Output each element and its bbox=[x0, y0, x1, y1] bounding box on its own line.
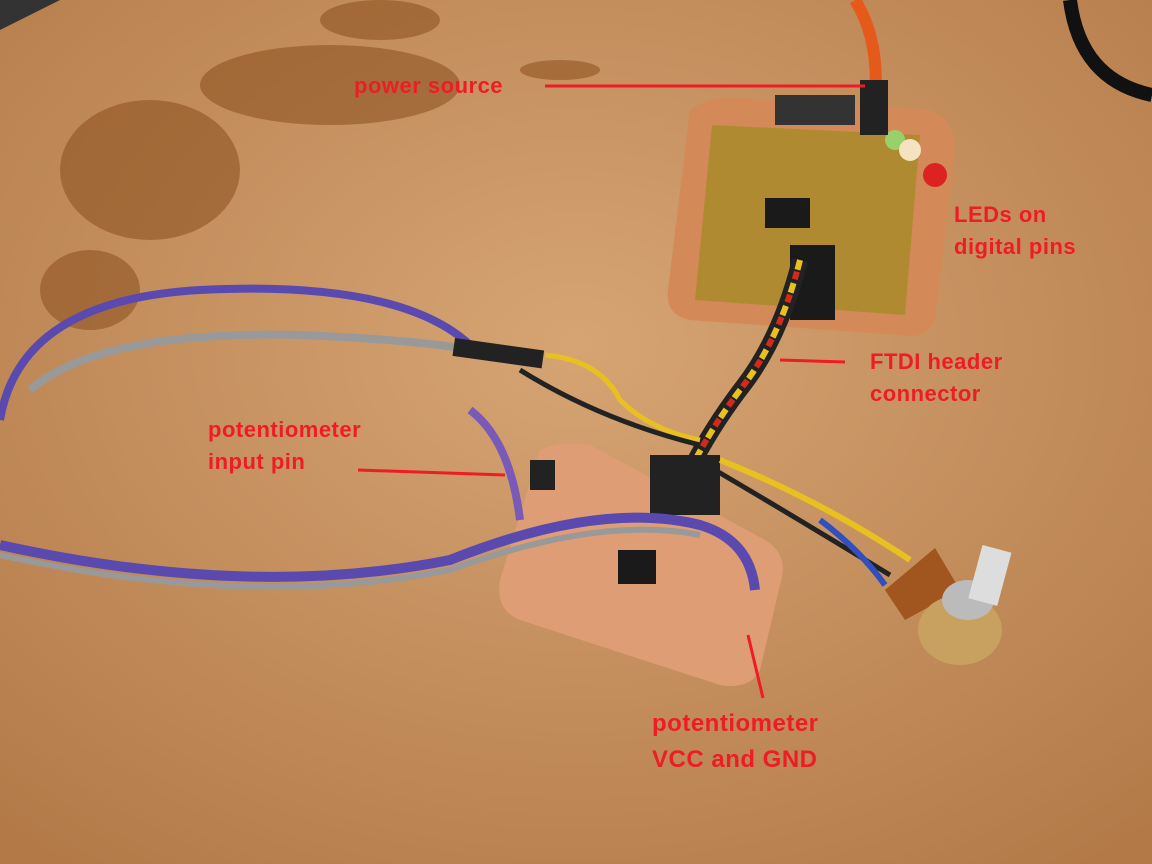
ribbon-cable-grey bbox=[27, 330, 471, 394]
label-pot-vcc-line2: VCC and GND bbox=[652, 746, 818, 773]
potentiometer bbox=[885, 545, 1012, 665]
label-pot-input-line1: potentiometer bbox=[208, 417, 362, 442]
ftdi-twisted-cable bbox=[682, 258, 808, 474]
microcontroller-chip bbox=[765, 198, 810, 228]
label-pot-vcc-gnd: potentiometer VCC and GND bbox=[652, 706, 819, 778]
input-board-header bbox=[650, 455, 720, 515]
led-red bbox=[923, 163, 947, 187]
pot-wires bbox=[713, 457, 912, 587]
ribbon-cable-bottom-grey bbox=[0, 526, 701, 590]
input-board-chip bbox=[618, 550, 656, 584]
black-wire bbox=[518, 367, 701, 448]
dark-corner bbox=[0, 0, 60, 30]
label-leds: LEDs on digital pins bbox=[954, 199, 1076, 263]
label-leds-line2: digital pins bbox=[954, 234, 1077, 259]
ribbon-cable-purple bbox=[0, 284, 473, 421]
power-connector bbox=[860, 80, 888, 135]
jumper-connector bbox=[452, 338, 545, 369]
label-ftdi-line1: FTDI header bbox=[870, 349, 1003, 374]
annotation-lines bbox=[357, 84, 865, 699]
yellow-wire bbox=[544, 352, 701, 443]
table-stains bbox=[40, 0, 600, 330]
input-pin-connector bbox=[530, 460, 555, 490]
input-pin-wire bbox=[467, 406, 524, 521]
input-board-bottom bbox=[499, 443, 783, 686]
led-green bbox=[885, 130, 905, 150]
label-pot-input: potentiometer input pin bbox=[208, 414, 361, 478]
label-pot-vcc-line1: potentiometer bbox=[652, 710, 819, 737]
label-ftdi-line2: connector bbox=[870, 381, 981, 406]
led-white bbox=[899, 139, 921, 161]
label-power-source: power source bbox=[354, 73, 504, 98]
black-cable bbox=[1063, 0, 1152, 102]
ribbon-cable-bottom bbox=[0, 512, 760, 591]
pin-header bbox=[775, 95, 855, 125]
label-ftdi: FTDI header connector bbox=[870, 346, 1003, 410]
label-leds-line1: LEDs on bbox=[954, 202, 1047, 227]
microcontroller-board-top bbox=[667, 95, 955, 336]
label-pot-input-line2: input pin bbox=[208, 449, 306, 474]
